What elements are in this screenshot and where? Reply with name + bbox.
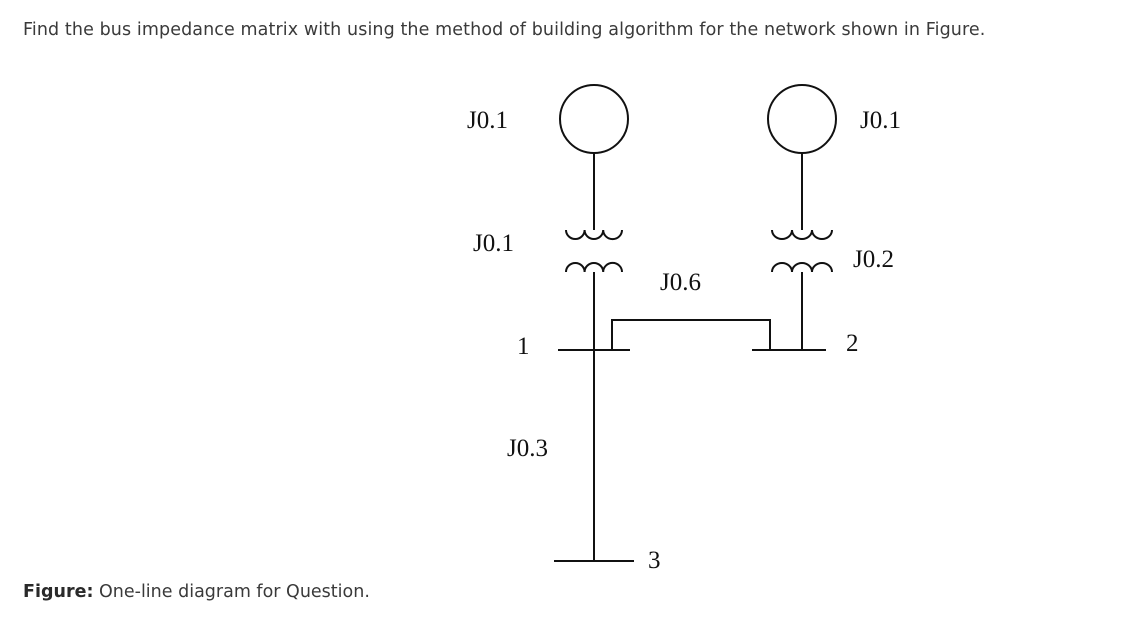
figure-caption: Figure: One-line diagram for Question.: [23, 582, 370, 602]
line-1-2: [611, 319, 771, 350]
generator-1-symbol: [559, 84, 629, 154]
generator-2-reactance-label: J0.1: [860, 107, 901, 134]
question-text: Find the bus impedance matrix with using…: [23, 20, 986, 40]
transformer-2-secondary-coil: [771, 262, 833, 273]
caption-text: One-line diagram for Question.: [93, 582, 370, 602]
generator-1-reactance-label: J0.1: [467, 107, 508, 134]
generator-2-symbol: [767, 84, 837, 154]
transformer-2-primary-coil: [771, 229, 833, 240]
bus-3-label: 3: [648, 547, 661, 574]
transformer-1-secondary-coil: [565, 261, 623, 273]
transformer-2-reactance-label: J0.2: [853, 246, 894, 273]
caption-prefix: Figure:: [23, 582, 94, 602]
line-1-3-reactance-label: J0.3: [507, 435, 548, 462]
bus-2-label: 2: [846, 330, 859, 357]
transformer-1-primary-coil: [565, 229, 623, 241]
bus-1-label: 1: [517, 333, 530, 360]
transformer-1-reactance-label: J0.1: [473, 230, 514, 257]
line-1-2-reactance-label: J0.6: [660, 269, 701, 296]
